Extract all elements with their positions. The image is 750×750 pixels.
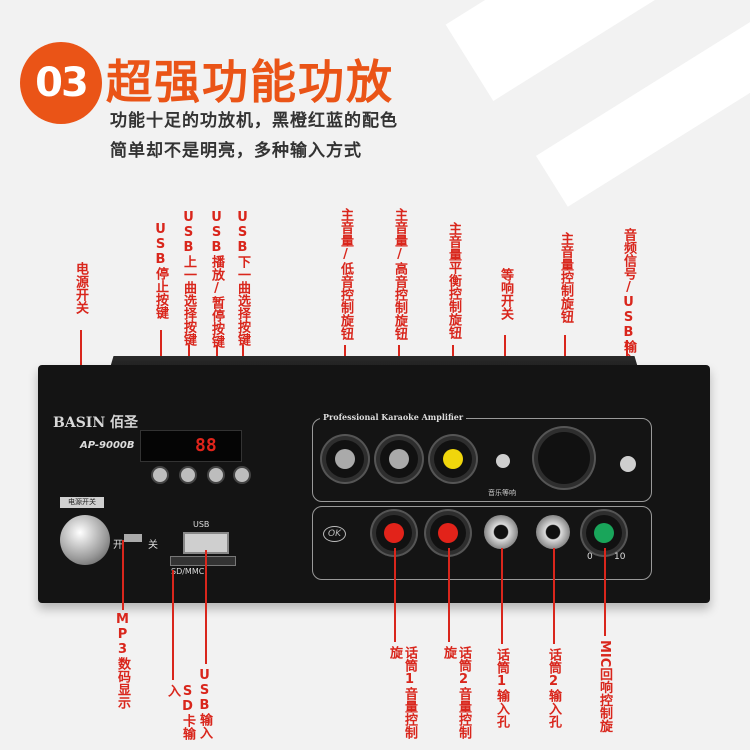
usb-port-label: USB — [193, 520, 210, 529]
master-volume-knob[interactable] — [538, 432, 590, 484]
callout-line — [604, 548, 606, 636]
section-badge: 03 — [20, 42, 102, 124]
echo-scale-min: 0 — [587, 552, 593, 562]
callout-mp3: MP3数码显示 — [115, 612, 130, 709]
switch-off-label: 关 — [148, 540, 158, 551]
subtitle-line-1: 功能十足的功放机，黑橙红蓝的配色 — [110, 111, 398, 131]
lower-control-panel — [312, 506, 652, 580]
callout-mic1-volume: 话筒1音量控制旋 — [387, 646, 417, 739]
sd-label: SD/MMC — [171, 567, 205, 576]
switch-on-label: 开 — [113, 540, 123, 551]
mic-echo-knob[interactable] — [586, 515, 622, 551]
usb-prev-button[interactable] — [181, 468, 195, 482]
callout-usb-pause: USB停止按键 — [153, 222, 168, 319]
callout-line — [553, 548, 555, 644]
mic2-input-jack[interactable] — [536, 515, 570, 549]
amplifier-body — [38, 365, 710, 603]
brand-logo: BASIN 佰圣 — [53, 415, 139, 431]
music-eq-label: 音乐等响 — [488, 489, 516, 497]
callout-mic2-input: 话筒2输入孔 — [546, 648, 561, 728]
page-title: 超强功能功放 — [106, 55, 394, 109]
callout-line — [205, 550, 207, 664]
input-select-button[interactable] — [620, 456, 636, 472]
callout-power: 电源开关 — [73, 262, 88, 314]
callout-bass: 主音量/低音控制旋钮 — [338, 208, 353, 340]
callout-sd: SD卡输入 — [165, 684, 195, 740]
mp3-display: 88 — [140, 430, 242, 462]
display-digits: 88 — [195, 435, 217, 456]
echo-scale-max: 10 — [614, 552, 626, 562]
usb-stop-button[interactable] — [153, 468, 167, 482]
callout-mic2-volume: 话筒2音量控制旋 — [441, 646, 471, 739]
panel-title: Professional Karaoke Amplifier — [320, 412, 467, 422]
callout-mic-echo: MIC回响控制旋 — [597, 640, 612, 733]
usb-play-button[interactable] — [209, 468, 223, 482]
balance-knob[interactable] — [434, 440, 472, 478]
callout-master: 主音量控制旋钮 — [558, 232, 573, 323]
sd-card-slot[interactable] — [170, 556, 236, 566]
callout-treble: 主音量/高音控制旋钮 — [392, 208, 407, 340]
callout-line — [172, 570, 174, 680]
callout-balance: 主音量平衡控制旋钮 — [446, 222, 461, 339]
callout-usb-next: USB下一曲选择按键 — [235, 210, 250, 346]
callout-mic1-input: 话筒1输入孔 — [494, 648, 509, 728]
callout-line — [394, 548, 396, 642]
bass-knob[interactable] — [326, 440, 364, 478]
mic1-input-jack[interactable] — [484, 515, 518, 549]
callout-loudness: 等响开关 — [498, 268, 513, 320]
mic1-volume-knob[interactable] — [376, 515, 412, 551]
power-label: 电源开关 — [60, 497, 104, 508]
loudness-switch[interactable] — [496, 454, 510, 468]
callout-usb-play: USB播放/暂停按键 — [209, 210, 224, 348]
callout-line — [501, 548, 503, 644]
callout-line — [122, 540, 124, 610]
callout-usb-prev: USB上一曲选择按键 — [181, 210, 196, 346]
subtitle-line-2: 简单却不是明亮，多种输入方式 — [110, 141, 362, 161]
power-switch[interactable] — [124, 534, 142, 542]
usb-next-button[interactable] — [235, 468, 249, 482]
power-button[interactable] — [60, 515, 110, 565]
ok-logo: OK — [323, 526, 346, 542]
mic2-volume-knob[interactable] — [430, 515, 466, 551]
model-number: AP-9000B — [80, 440, 135, 451]
callout-line — [448, 548, 450, 642]
treble-knob[interactable] — [380, 440, 418, 478]
upper-control-panel — [312, 418, 652, 502]
callout-usb-input: USB输入 — [197, 668, 212, 739]
